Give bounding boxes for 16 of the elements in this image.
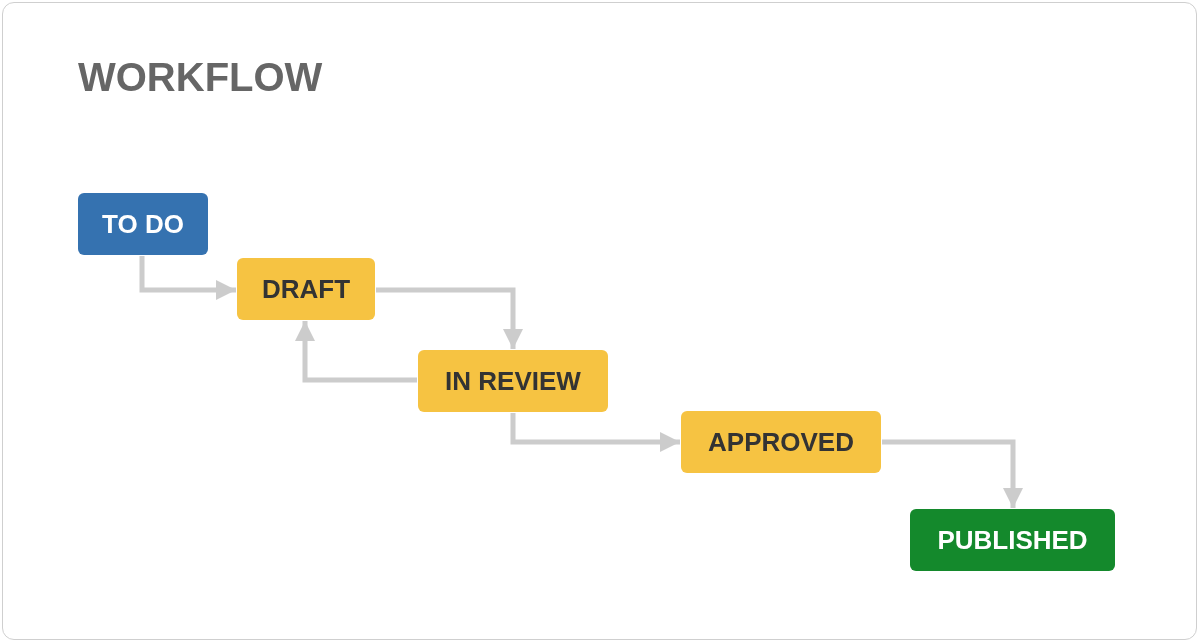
arrow	[510, 413, 680, 452]
status-label: PUBLISHED	[937, 524, 1088, 556]
arrow	[882, 439, 1023, 508]
status-box	[910, 509, 1115, 571]
status-label: DRAFT	[261, 273, 351, 305]
status-label: IN REVIEW	[445, 365, 581, 397]
status-box	[78, 193, 208, 255]
arrow	[139, 256, 236, 300]
status-box	[418, 350, 608, 412]
status-label: TO DO	[102, 208, 184, 240]
status-label: APPROVED	[708, 426, 854, 458]
arrow	[376, 287, 523, 349]
status-box	[681, 411, 881, 473]
diagram-title: WORKFLOW	[78, 55, 323, 100]
arrow	[295, 321, 417, 383]
status-box	[237, 258, 375, 320]
